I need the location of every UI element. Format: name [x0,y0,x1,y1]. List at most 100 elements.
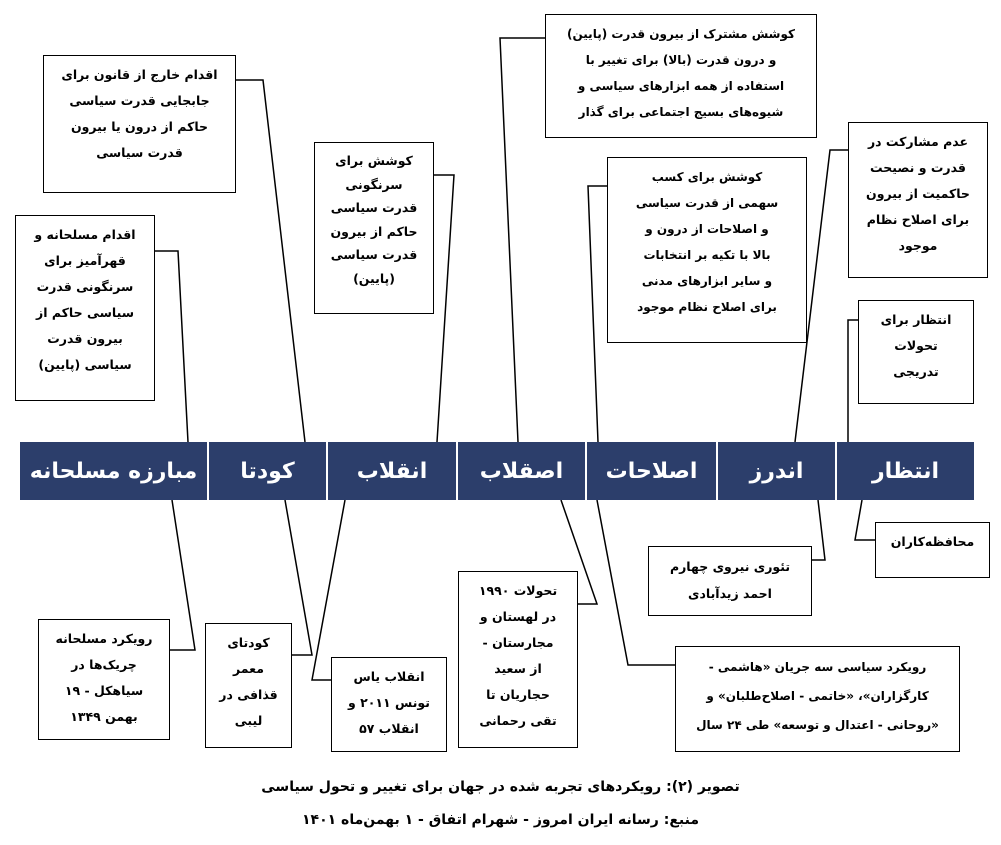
text-line: سیاهکل - ۱۹ [64,683,144,698]
connector-revolution-bottom [311,499,346,681]
text-line: عدم مشارکت در [867,134,969,149]
figure-caption-title: تصویر (۲): رویکردهای تجربه شده در جهان ب… [261,779,740,795]
text-line: کوشش مشترک از بیرون قدرت (پایین) [567,27,795,41]
phase-label: مبارزه مسلحانه [29,458,198,484]
connector-mobarezeh-bottom [170,499,196,651]
text-line: «روحانی - اعتدال و توسعه» طی ۲۴ سال [696,718,939,732]
connector-mobarezeh-top [155,250,189,443]
phase-coup: کودتا [207,442,326,500]
top-box-coup: اقدام خارج از قانون برای جابجایی قدرت سی… [43,55,236,193]
phase-andarz: اندرز [716,442,835,500]
text-line: سیاسی (پایین) [38,357,132,372]
connector-coup-top [236,79,306,443]
connector-entezar-bottom [854,499,875,541]
text-line: اقدام مسلحانه و [34,227,136,242]
text-line: (پایین) [353,270,395,286]
connector-reform-bottom [596,499,675,666]
text-line: کوشش برای [335,153,413,168]
text-line: برای اصلاح نظام [866,212,970,227]
text-line: احمد زیدآبادی [688,586,772,601]
text-line: قهرآمیز برای [44,253,126,268]
text-line: لیبی [234,713,263,728]
text-line: تقی رحمانی [479,713,557,728]
text-line: انقلاب ۵۷ [359,721,419,736]
phase-label: اصقلاب [479,458,564,484]
text-line: قدرت سیاسی [330,247,418,262]
phase-revolution: انقلاب [326,442,456,500]
text-line: برای اصلاح نظام موجود [637,300,777,314]
top-box-eslaab: کوشش مشترک از بیرون قدرت (پایین) و درون … [545,14,817,138]
phase-label: کودتا [240,458,295,484]
text-line: رویکرد سیاسی سه جریان «هاشمی - [708,660,927,674]
bottom-box-mobarezeh: رویکرد مسلحانه چریک‌ها در سیاهکل - ۱۹ به… [38,619,170,740]
connector-coup-bottom [284,499,313,656]
text-line: بیرون قدرت [47,331,123,346]
connector-eslaab-top [499,37,545,443]
phase-label: انقلاب [356,458,428,484]
text-line: از سعید [494,661,542,676]
timeline-bar [20,442,974,500]
text-line: در لهستان و [479,609,557,624]
text-line: تدریجی [893,364,939,379]
text-line: حجاریان تا [486,687,550,702]
text-line: موجود [898,238,938,253]
bottom-box-reform: رویکرد سیاسی سه جریان «هاشمی - کارگزاران… [675,646,960,752]
text-line: کوشش برای کسب [651,170,763,184]
phase-reform: اصلاحات [585,442,716,500]
text-line: حاکمیت از بیرون [866,186,970,201]
phase-entezar: انتظار [835,442,974,500]
text-line: تحولات ۱۹۹۰ [478,583,558,598]
text-line: جابجایی قدرت سیاسی [69,93,210,108]
text-line: استفاده از همه ابزارهای سیاسی و [577,79,785,93]
connector-andarz-top [794,149,848,443]
bottom-box-revolution: انقلاب یاس تونس ۲۰۱۱ و انقلاب ۵۷ [331,657,447,752]
text-line: محافظه‌کاران [890,534,975,549]
connector-entezar-top [847,319,858,442]
top-box-entezar: انتظار برای تحولات تدریجی [858,300,974,404]
phase-label: اندرز [749,458,804,484]
text-line: و درون قدرت (بالا) برای تغییر با [585,53,777,67]
text-line: سهمی از قدرت سیاسی [635,196,779,210]
top-box-reform: کوشش برای کسب سهمی از قدرت سیاسی و اصلاح… [607,157,807,343]
connector-revolution-top [434,174,455,443]
text-line: تئوری نیروی چهارم [669,559,791,574]
text-line: سرنگونی قدرت [36,279,134,294]
text-line: چریک‌ها در [71,657,137,672]
bottom-box-eslaab: تحولات ۱۹۹۰ در لهستان و مجارستان - از سع… [458,571,578,748]
phase-eslaab: اصقلاب [456,442,585,500]
connector-reform-top [587,185,607,443]
text-line: انقلاب یاس [353,669,425,684]
connector-andarz-bottom [812,499,826,561]
text-line: معمر [233,661,264,676]
top-box-andarz: عدم مشارکت در قدرت و نصیحت حاکمیت از بیر… [848,122,988,278]
figure-caption-source: منبع: رسانه ایران امروز - شهرام اتفاق - … [302,812,699,828]
text-line: حاکم از بیرون [330,223,418,239]
text-line: انتظار برای [880,312,952,327]
phase-label: اصلاحات [605,458,698,484]
text-line: و اصلاحات از درون و [645,222,769,236]
text-line: رویکرد مسلحانه [55,631,153,646]
text-line: بهمن ۱۳۴۹ [70,709,138,724]
text-line: قذافی در [219,687,278,702]
text-line: قدرت سیاسی [96,145,183,160]
text-line: حاکم از درون یا بیرون [70,119,209,134]
text-line: تحولات [894,338,938,353]
text-line: اقدام خارج از قانون برای [61,67,218,82]
text-line: قدرت سیاسی [330,200,418,215]
text-line: قدرت و نصیحت [870,160,966,175]
text-line: کودتای [227,635,270,650]
text-line: سرنگونی [345,176,403,192]
text-line: شیوه‌های بسیج اجتماعی برای گذار [578,105,784,119]
connector-eslaab-bottom [560,499,599,605]
text-line: کارگزاران»، «خاتمی - اصلاح‌طلبان» و [706,689,929,703]
bottom-box-andarz: تئوری نیروی چهارم احمد زیدآبادی [648,546,812,616]
text-line: تونس ۲۰۱۱ و [348,695,430,710]
text-line: سیاسی حاکم از [36,305,134,320]
top-box-mobarezeh: اقدام مسلحانه و قهرآمیز برای سرنگونی قدر… [15,215,155,401]
bottom-box-coup: کودتای معمر قذافی در لیبی [205,623,292,748]
phase-label: انتظار [871,458,940,484]
phase-mobarezeh: مبارزه مسلحانه [20,442,207,500]
text-line: بالا با تکیه بر انتخابات [643,248,771,262]
